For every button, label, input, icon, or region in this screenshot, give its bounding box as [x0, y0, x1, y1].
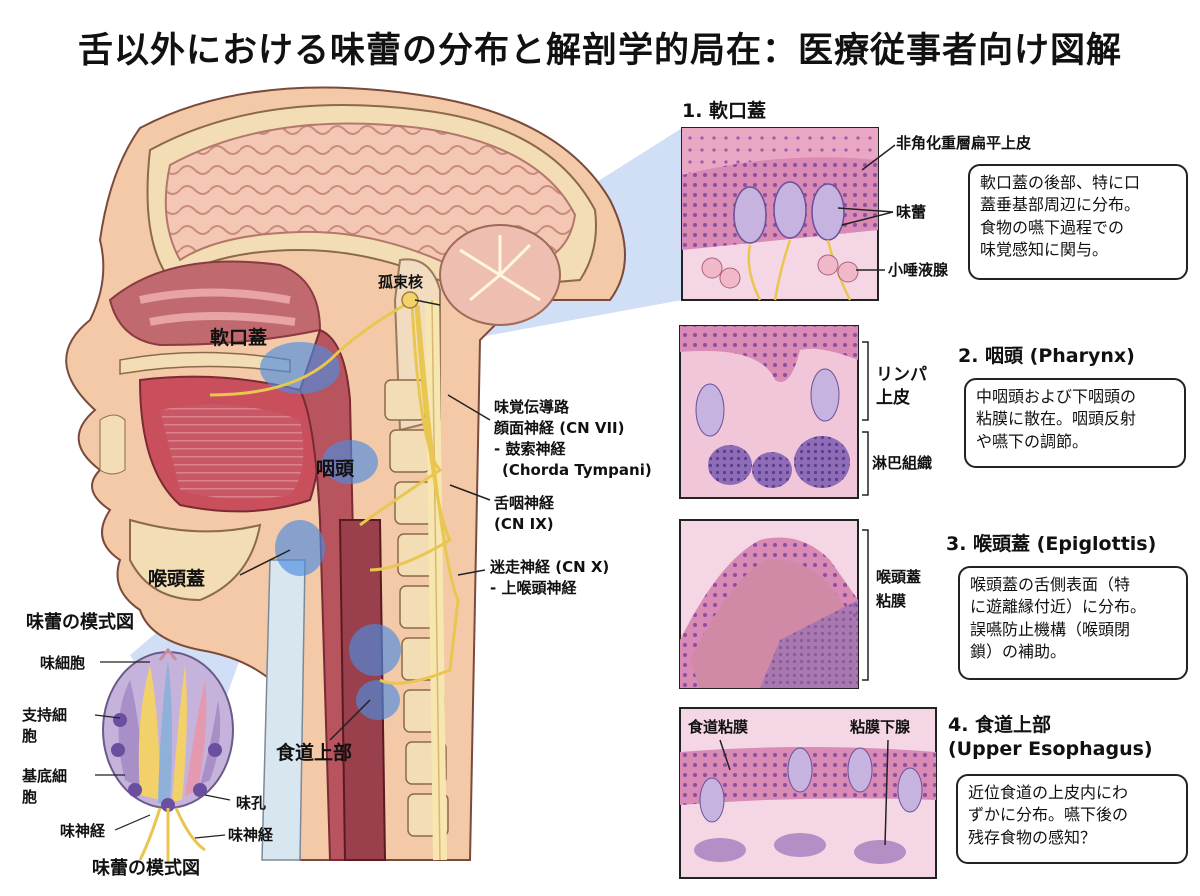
panel-epiglottis-tissue	[679, 519, 859, 689]
label-upper-esophagus: 食道上部	[276, 742, 353, 764]
label-basal-cell-2: 胞	[22, 788, 38, 806]
panel-pharynx-tissue	[679, 325, 859, 499]
label-nerve-left: 味神経	[60, 822, 106, 840]
taste-bud-title-top: 味蕾の模式図	[26, 612, 134, 633]
label-chorda-en: (Chorda Tympani)	[502, 461, 652, 479]
panel-2-heading: 2. 咽頭 (Pharynx)	[958, 345, 1135, 367]
label-support-cell-1: 支持細	[22, 706, 68, 724]
panel-1-description: 軟口蓋の後部、特に口 蓋垂基部周辺に分布。 食物の嚥下過程での 味覚感知に関与。	[968, 164, 1188, 280]
panel-esophagus-tissue	[679, 707, 937, 879]
panel-2-label-lymph-2: 上皮	[876, 388, 910, 408]
label-pharynx: 咽頭	[316, 458, 355, 480]
label-vagus-sub: - 上喉頭神経	[490, 579, 577, 597]
panel-4-heading: 4. 食道上部	[948, 714, 1052, 736]
leader-lines	[239, 299, 491, 741]
label-glossopharyngeal-cn: (CN IX)	[494, 515, 554, 533]
panel-4-description: 近位食道の上皮内にわ ずかに分布。嚥下後の 残存食物の感知？	[956, 774, 1188, 864]
panel-3-heading: 3. 喉頭蓋 (Epiglottis)	[946, 533, 1157, 555]
taste-nerve-pathways	[209, 300, 460, 685]
panel-4-heading-en: (Upper Esophagus)	[948, 738, 1153, 760]
taste-bud-title-bottom: 味蕾の模式図	[92, 858, 200, 879]
label-solitary-nucleus: 孤束核	[378, 273, 424, 291]
label-taste-pore: 味孔	[236, 794, 267, 812]
page-title: 舌以外における味蕾の分布と解剖学的局在：医療従事者向け図解	[77, 31, 1122, 71]
panel-2-label-lymph-tissue: 淋巴組織	[872, 454, 933, 472]
label-support-cell-2: 胞	[22, 727, 38, 745]
label-nerve-right: 味神経	[228, 826, 274, 844]
panel-4-label-mucosa: 食道粘膜	[688, 718, 749, 736]
panel-1-label-taste-bud: 味蕾	[896, 203, 927, 221]
label-glossopharyngeal: 舌咽神経	[494, 494, 555, 512]
label-vagus: 迷走神経 (CN X)	[490, 558, 610, 576]
panel-soft-palate-tissue	[681, 127, 879, 301]
panel-leader-lines	[719, 144, 896, 846]
panel-1-label-epithelium: 非角化重層扁平上皮	[896, 134, 1032, 152]
panel-2-label-lymph-1: リンパ	[876, 365, 927, 385]
label-taste-cell: 味細胞	[40, 654, 86, 672]
panel-1-heading: 1. 軟口蓋	[682, 100, 767, 122]
panel-3-label-epiglottis: 喉頭蓋	[876, 568, 922, 586]
label-facial-nerve: 顔面神経 (CN VII)	[494, 419, 625, 437]
panel-1-label-salivary: 小唾液腺	[888, 261, 949, 279]
panel-3-label-mucosa: 粘膜	[876, 592, 907, 610]
label-pathway-title: 味覚伝導路	[494, 398, 570, 416]
label-epiglottis: 喉頭蓋	[148, 568, 206, 590]
taste-bud-schematic	[94, 647, 234, 862]
panel-3-description: 喉頭蓋の舌側表面（特 に遊離縁付近）に分布。 誤嚥防止機構（喉頭閉 鎖）の補助。	[958, 566, 1188, 680]
panel-2-description: 中咽頭および下咽頭の 粘膜に散在。咽頭反射 や嚥下の調節。	[964, 378, 1186, 468]
taste-region-highlights	[260, 342, 401, 720]
label-chorda: - 鼓索神経	[494, 440, 566, 458]
label-basal-cell-1: 基底細	[22, 767, 68, 785]
panel-4-label-submucosal-gland: 粘膜下腺	[850, 718, 911, 736]
label-soft-palate: 軟口蓋	[210, 327, 268, 349]
